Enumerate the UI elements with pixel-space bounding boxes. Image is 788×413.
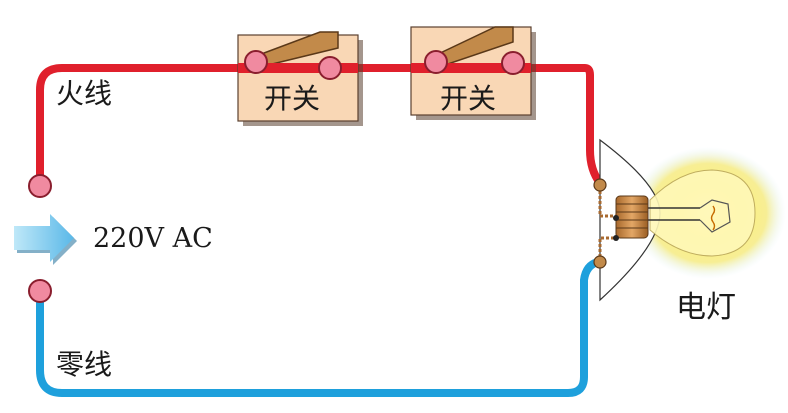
switch-1-label: 开关 xyxy=(264,82,320,115)
switch-2-terminal-left xyxy=(424,50,448,74)
switch-2[interactable]: 开关 xyxy=(410,26,536,120)
switch-2-label: 开关 xyxy=(440,82,496,115)
live-wire xyxy=(36,64,604,189)
lamp-label: 电灯 xyxy=(676,290,736,325)
neutral-wire xyxy=(36,258,602,397)
switch-1-terminal-left xyxy=(244,50,268,74)
switch-1[interactable]: 开关 xyxy=(237,31,363,126)
switch-2-terminal-right xyxy=(501,51,525,75)
switch-1-terminal-right xyxy=(318,56,342,80)
source-label: 220V AC xyxy=(93,223,213,254)
live-terminal xyxy=(28,174,52,198)
live-wire-label: 火线 xyxy=(56,77,112,110)
arrow-right-icon xyxy=(14,214,77,265)
neutral-terminal xyxy=(28,279,52,303)
lamp-terminal-neutral xyxy=(593,255,607,269)
light-bulb-icon xyxy=(593,138,786,302)
neutral-wire-label: 零线 xyxy=(56,348,112,381)
lamp-terminal-live xyxy=(593,178,607,192)
